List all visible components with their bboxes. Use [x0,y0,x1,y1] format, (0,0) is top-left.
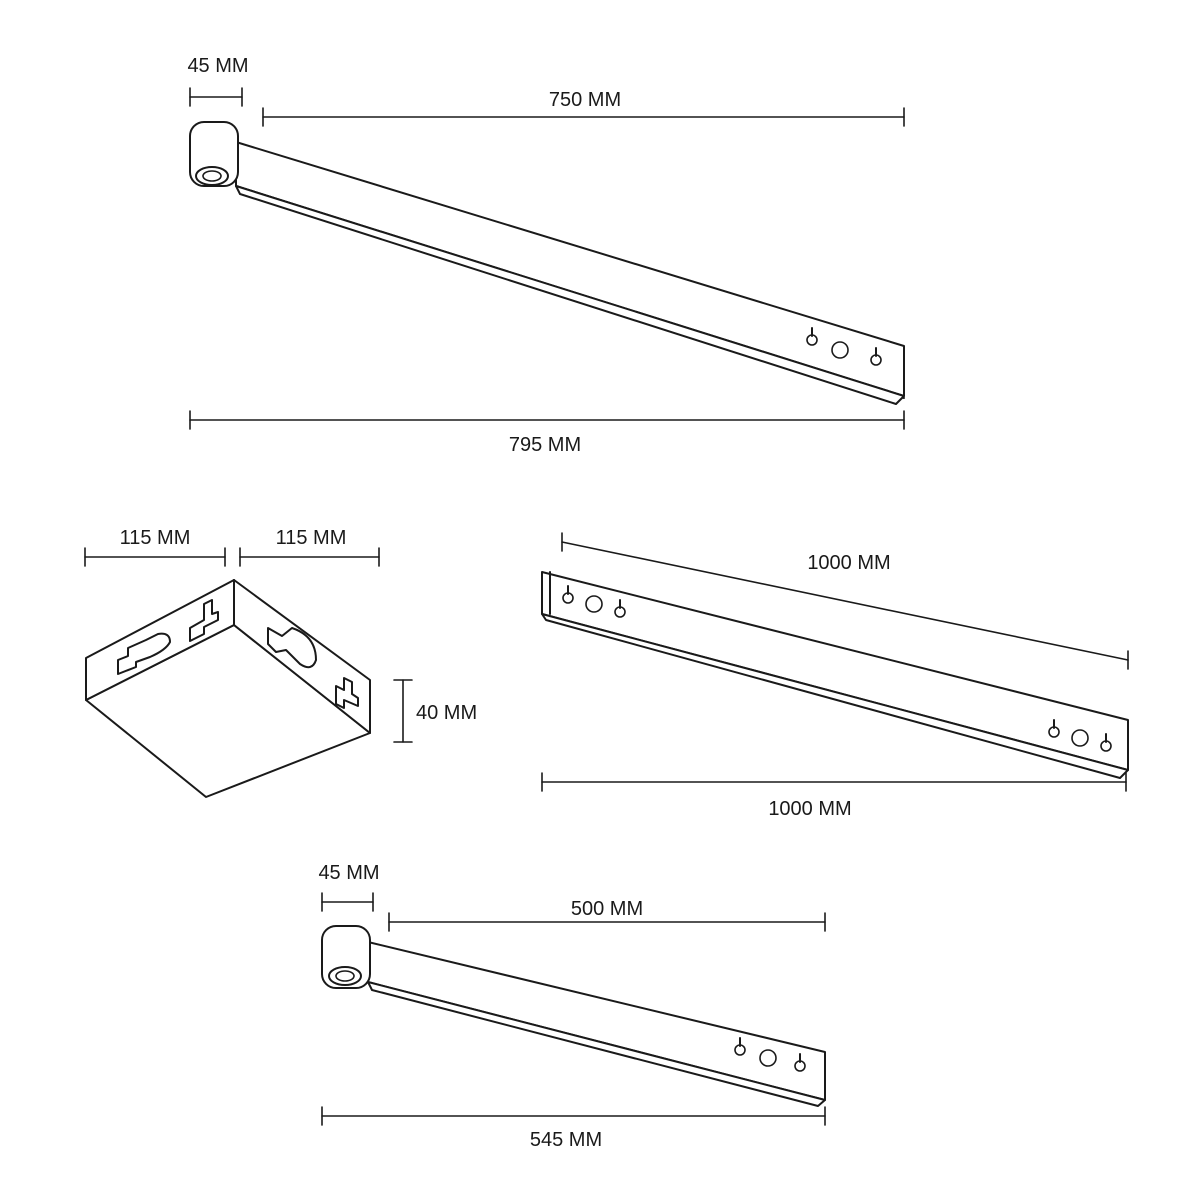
short-arm-body [367,941,826,1107]
short-arm: 45 MM 500 MM [318,862,826,1151]
long-arm-length-dimension: 750 MM [262,89,905,127]
long-arm-hub-label: 45 MM [187,55,248,77]
box-left-cutouts [117,599,219,675]
long-arm-hub-dimension: 45 MM [187,55,249,107]
short-arm-hub-dimension: 45 MM [318,862,380,912]
short-arm-keyhole-1 [734,1037,746,1056]
box-width-dimension: 115 MM [84,527,226,567]
box-height-dimension: 40 MM [393,679,477,743]
box-height-label: 40 MM [416,702,477,724]
rail-right-keyhole-2 [1100,733,1112,752]
short-arm-total-dimension: 545 MM [321,1106,826,1151]
rail-bottom-dimension: 1000 MM [541,772,1127,820]
long-arm-length-label: 750 MM [549,89,621,111]
box-depth-dimension: 115 MM [239,527,380,567]
rail-right-holes [1048,719,1112,752]
box-depth-label: 115 MM [276,527,347,549]
short-arm-length-dimension: 500 MM [388,898,826,932]
rail-right-keyhole-1 [1048,719,1060,738]
rail-left-keyhole-1 [562,585,574,604]
rail-body [541,571,1129,779]
short-arm-mount-holes [734,1037,806,1072]
rail-bottom-label: 1000 MM [768,798,851,820]
rail-left-holes [562,585,626,618]
short-arm-keyhole-2 [794,1053,806,1072]
box-width-label: 115 MM [120,527,191,549]
short-arm-hub-label: 45 MM [318,862,379,884]
box-body [85,579,371,798]
long-arm-total-label: 795 MM [509,434,581,456]
long-arm-body [235,141,905,405]
short-arm-hub [321,925,371,989]
rail: 1000 MM [541,532,1129,820]
short-arm-total-label: 545 MM [530,1129,602,1151]
long-arm: 45 MM 750 MM [187,55,905,456]
long-arm-keyhole-1 [806,327,818,346]
short-arm-length-label: 500 MM [571,898,643,920]
box-right-cutouts [267,627,359,709]
long-arm-total-dimension: 795 MM [189,410,905,456]
rail-left-keyhole-2 [614,599,626,618]
long-arm-mount-holes [806,327,882,366]
long-arm-keyhole-2 [870,347,882,366]
mounting-box: 115 MM 115 MM [84,527,477,798]
long-arm-hub [189,121,239,187]
rail-top-label: 1000 MM [807,552,890,574]
rail-top-dimension: 1000 MM [561,532,1129,670]
